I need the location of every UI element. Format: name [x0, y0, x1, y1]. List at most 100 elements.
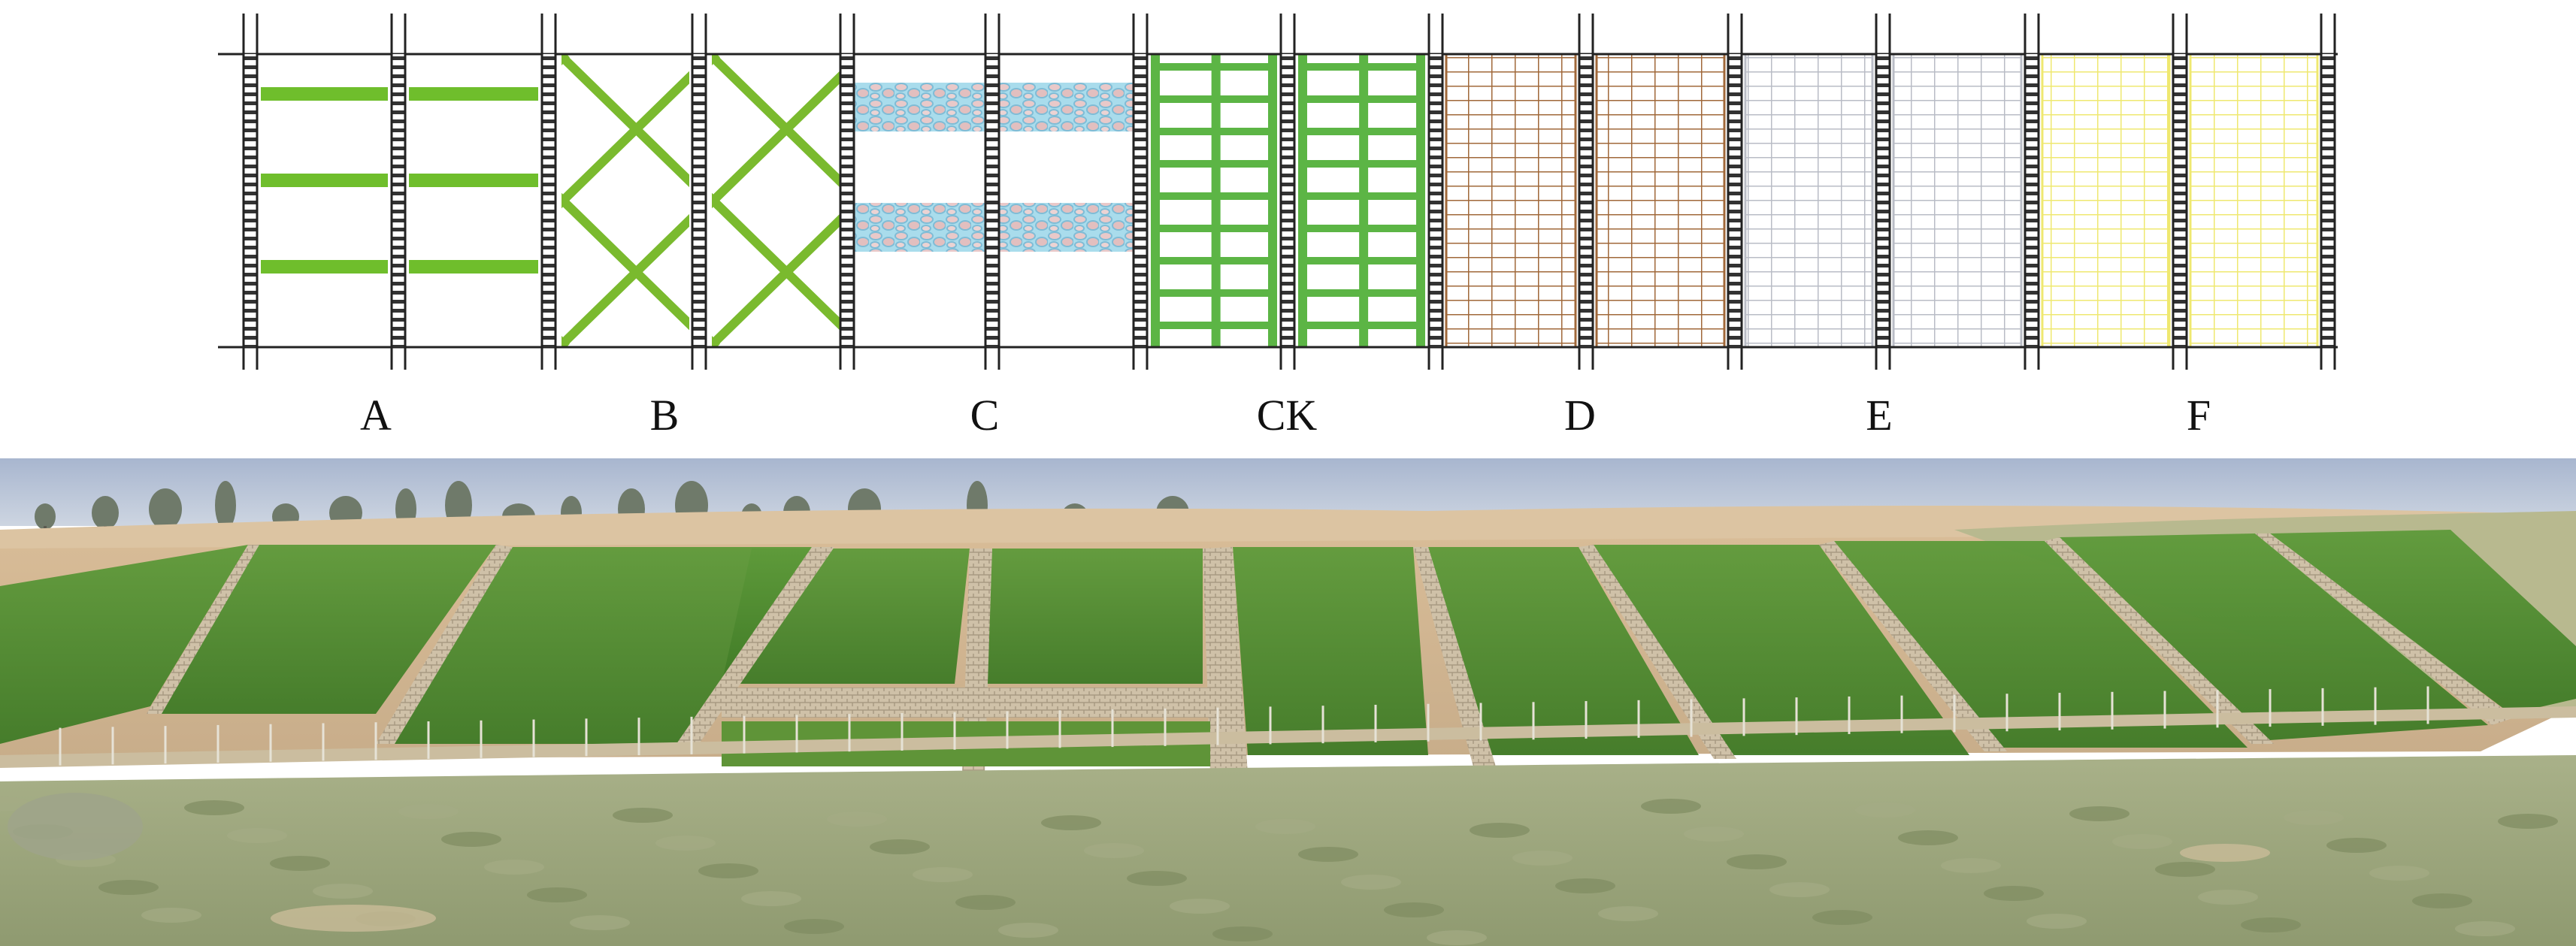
ck-row-7-428: [1298, 322, 1425, 329]
band-a-0-0: [261, 87, 388, 101]
treatment-label-b: B: [650, 391, 680, 440]
grass-tuft-21: [870, 839, 930, 854]
grass-tuft-44: [1855, 802, 1915, 818]
fine-grid-13: [2190, 54, 2317, 347]
vegetation-plot-2: [391, 547, 812, 744]
treatment-label-ck: CK: [1257, 391, 1318, 440]
tree-2: [149, 488, 182, 530]
grass-tuft-16: [655, 836, 716, 851]
band-a-1-2: [409, 260, 538, 274]
vegetation-plot-10: [2270, 530, 2576, 714]
divider-rungs-4: [841, 54, 853, 347]
divider-rungs-5: [986, 54, 998, 347]
divider-rungs-3: [693, 54, 705, 347]
divider-rungs-2: [543, 54, 555, 347]
divider-rungs-9: [1580, 54, 1592, 347]
treatment-label-a: A: [360, 391, 392, 440]
vegetation-plot-6: [1428, 547, 1699, 755]
grass-tuft-7: [270, 856, 330, 871]
stone-channel-2: [677, 547, 834, 744]
grass-tuft-14: [570, 915, 630, 930]
gabion-band-5-1: [992, 203, 1140, 252]
grass-tuft-27: [1127, 871, 1187, 886]
grass-tuft-38: [1598, 906, 1658, 921]
grass-tuft-34: [1427, 930, 1487, 945]
diamond-lattice-2: [562, 54, 689, 347]
field-photo: [0, 458, 2576, 946]
grass-tuft-53: [2241, 917, 2301, 932]
grass-tuft-32: [1341, 875, 1401, 890]
grass-tuft-57: [2412, 893, 2472, 908]
grass-tuft-36: [1512, 851, 1573, 866]
grass-tuft-15: [613, 808, 673, 823]
ck-edge2-6: [1268, 54, 1277, 347]
grass-tuft-59: [2498, 814, 2558, 829]
stone-channel-1: [376, 545, 513, 744]
gabion-band-4-0: [847, 83, 992, 131]
ck-edge-7: [1298, 54, 1307, 347]
treatment-label-e: E: [1866, 391, 1892, 440]
treatment-label-f: F: [2187, 391, 2211, 440]
grass-tuft-52: [2198, 890, 2258, 905]
ck-row-6-428: [1151, 322, 1277, 329]
vegetation-plot-1: [158, 545, 496, 714]
grass-tuft-24: [998, 923, 1058, 938]
grass-tuft-58: [2455, 921, 2515, 936]
band-a-0-2: [261, 260, 388, 274]
ck-mid-6: [1211, 54, 1221, 347]
ck-row-6-342: [1151, 257, 1277, 264]
sand-ridge: [0, 506, 2576, 549]
stone-channel-7: [1819, 541, 2007, 751]
grass-tuft-47: [1984, 886, 2044, 901]
fine-grid-12: [2042, 54, 2169, 347]
vegetation-plot-3: [722, 549, 970, 684]
fine-grid-11: [1893, 54, 2021, 347]
grass-tuft-4: [141, 908, 201, 923]
grass-tuft-8: [313, 884, 373, 899]
ck-row-6-213: [1151, 160, 1277, 168]
vegetation-plot-9: [2060, 533, 2488, 740]
grass-tuft-19: [784, 919, 844, 934]
treatment-schematic: A B C CK D E F: [218, 14, 2338, 440]
ck-row-7-213: [1298, 160, 1425, 168]
ck-row-6-84: [1151, 63, 1277, 71]
ck-row-7-84: [1298, 63, 1425, 71]
ck-edge2-7: [1416, 54, 1425, 347]
ck-row-7-127: [1298, 95, 1425, 103]
grass-tuft-46: [1941, 858, 2001, 873]
gabion-band-4-1: [847, 203, 992, 252]
ck-row-7-170: [1298, 128, 1425, 135]
vegetation-plots: [0, 530, 2576, 774]
grass-tuft-40: [1684, 827, 1744, 842]
divider-rungs-11: [1877, 54, 1889, 347]
bare-patch-2: [2180, 844, 2270, 862]
vegetation-plot-7: [1594, 545, 1969, 755]
ck-row-6-256: [1151, 192, 1277, 200]
treatment-label-c: C: [970, 391, 1000, 440]
ck-row-7-299: [1298, 225, 1425, 232]
treatment-schematic-panel: A B C CK D E F: [0, 0, 2576, 458]
stone-channel-4: [1203, 547, 1248, 774]
divider-rungs-10: [1729, 54, 1741, 347]
diamond-lattice-3: [712, 54, 840, 347]
grass-tuft-51: [2155, 862, 2215, 877]
field-photo-illustration: [0, 458, 2576, 946]
stone-channel-0: [147, 545, 259, 714]
grass-tuft-13: [527, 887, 587, 902]
divider-rungs-7: [1282, 54, 1294, 347]
grass-tuft-35: [1470, 823, 1530, 838]
grass-tuft-3: [98, 880, 159, 895]
ck-row-6-170: [1151, 128, 1277, 135]
grass-tuft-6: [227, 828, 287, 843]
grass-tuft-28: [1170, 899, 1230, 914]
gabion-band-5-0: [992, 83, 1140, 131]
grass-tuft-17: [698, 863, 758, 878]
grass-tuft-10: [398, 804, 459, 819]
grass-tuft-12: [484, 860, 544, 875]
bare-patch-1: [271, 905, 436, 932]
grass-tuft-25: [1041, 815, 1101, 830]
ck-row-7-256: [1298, 192, 1425, 200]
grass-tuft-5: [184, 800, 244, 815]
grass-tuft-49: [2069, 806, 2130, 821]
vegetation-plot-0: [0, 545, 248, 744]
